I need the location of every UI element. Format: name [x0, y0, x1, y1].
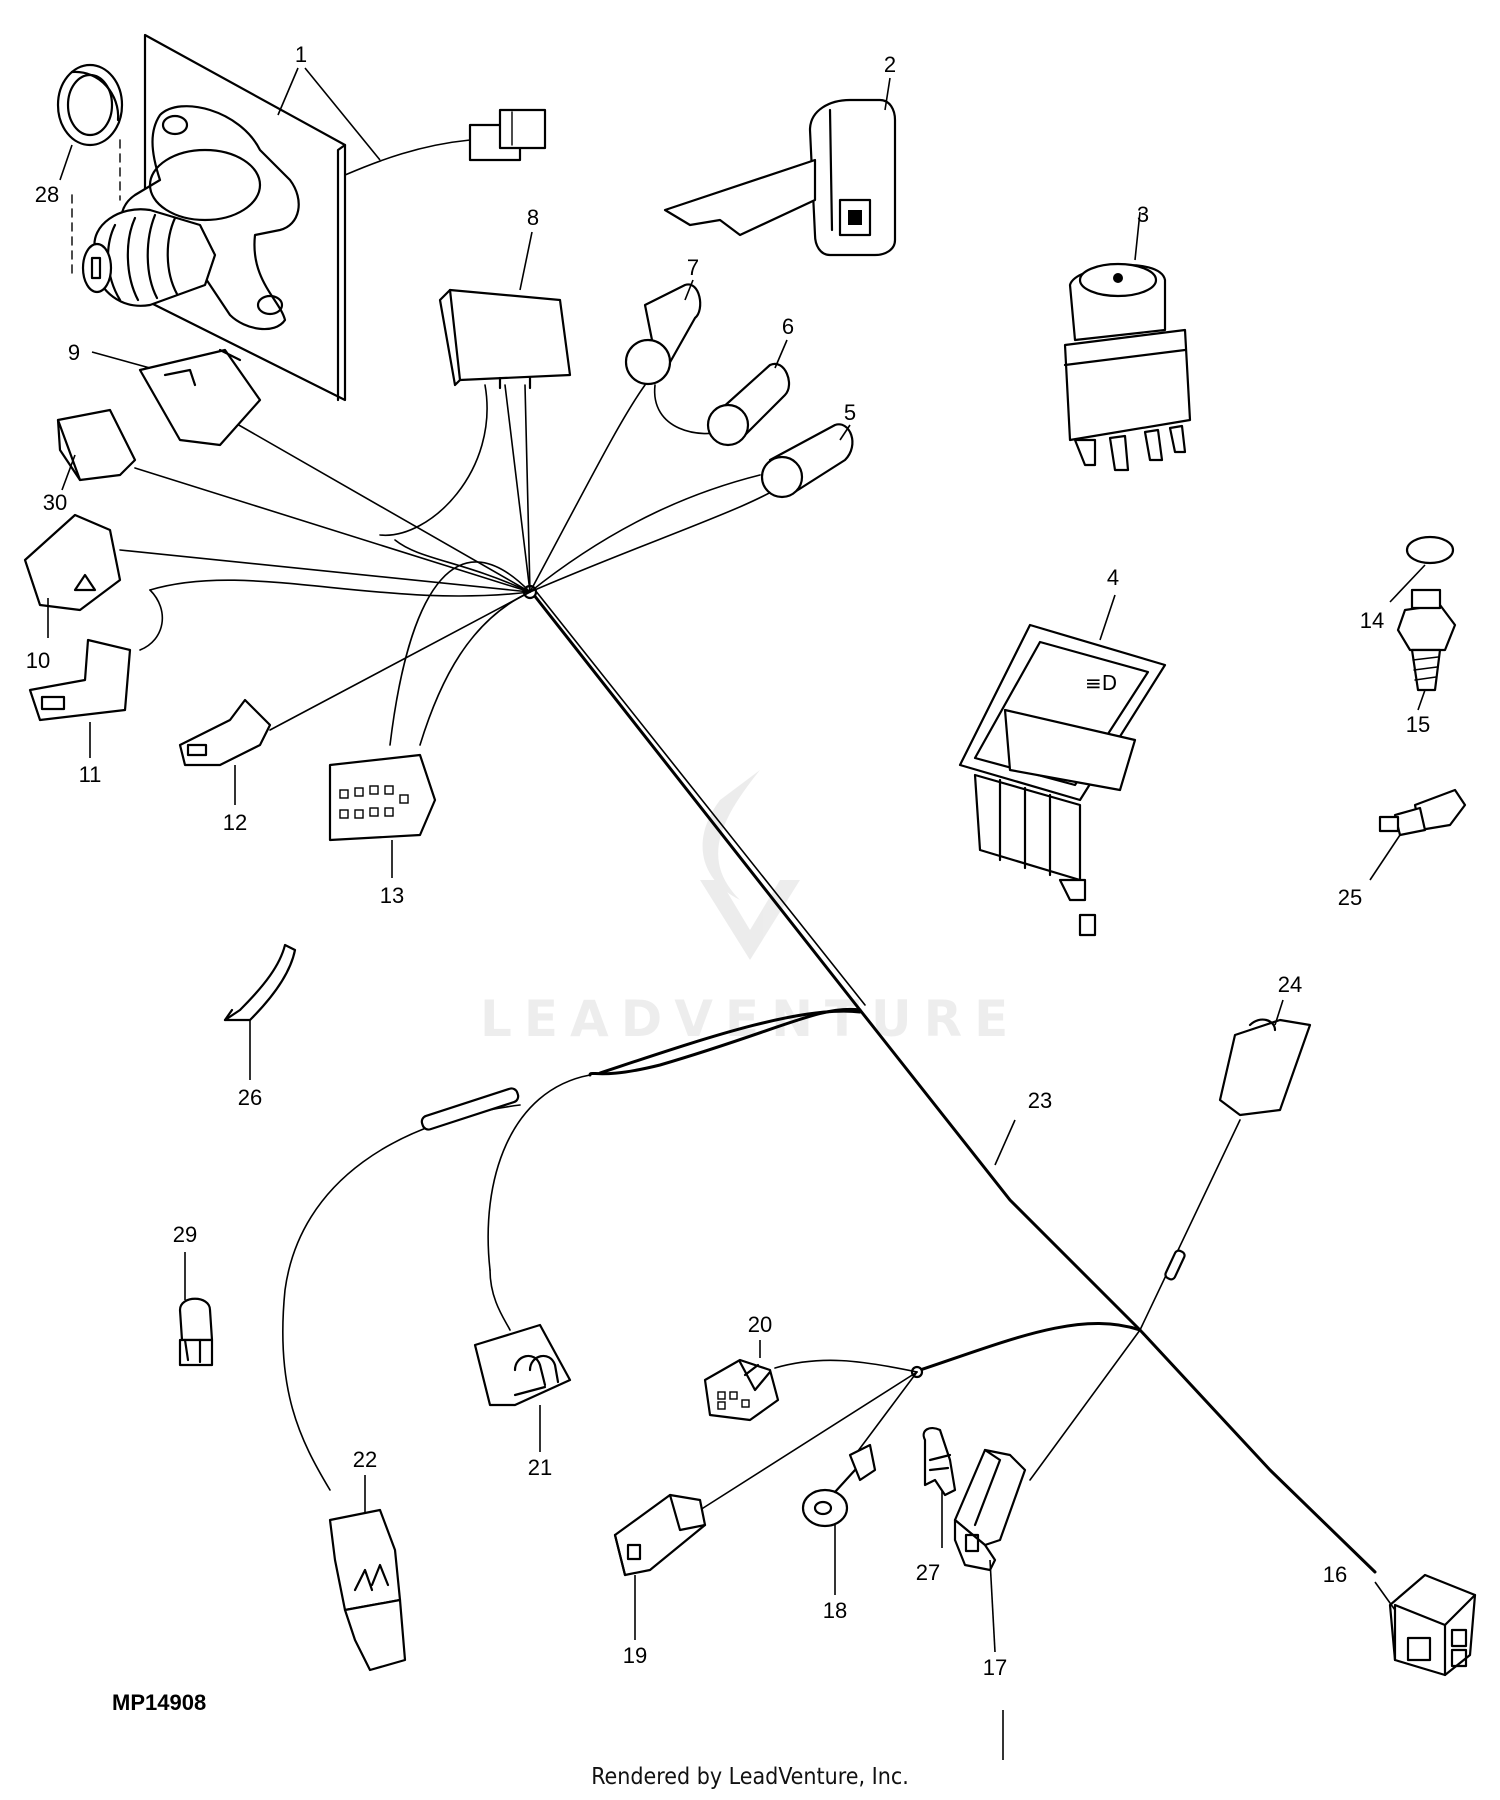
- connector-20: [703, 1358, 780, 1422]
- connector-13: [328, 753, 437, 842]
- connector-10: [23, 513, 122, 612]
- callout-27: 27: [916, 1560, 940, 1585]
- callout-14: 14: [1360, 608, 1384, 633]
- callout-20: 20: [748, 1312, 772, 1337]
- footer-credit: Rendered by LeadVenture, Inc.: [591, 1764, 909, 1790]
- leader-lines: [47, 67, 1426, 1760]
- callout-7: 7: [687, 255, 699, 280]
- callout-5: 5: [844, 400, 856, 425]
- connector-30: [56, 408, 137, 482]
- svg-text:≡D: ≡D: [1085, 671, 1117, 695]
- callout-8: 8: [527, 205, 539, 230]
- clip-26: [223, 943, 297, 1022]
- callout-24: 24: [1278, 972, 1302, 997]
- callout-9: 9: [68, 340, 80, 365]
- callout-1: 1: [295, 42, 307, 67]
- key-switch-assembly: [81, 33, 547, 402]
- wiring-harness: [119, 384, 1377, 1574]
- callout-26: 26: [238, 1085, 262, 1110]
- callout-16: 16: [1323, 1562, 1347, 1587]
- callout-6: 6: [782, 314, 794, 339]
- clip-27: [922, 1426, 957, 1497]
- bullet-connector-5: [760, 423, 854, 499]
- callout-21: 21: [528, 1455, 552, 1480]
- callout-3: 3: [1137, 202, 1149, 227]
- bullet-connector-6: [706, 362, 791, 447]
- sensor-15: [1396, 588, 1457, 692]
- connector-17: [953, 1448, 1027, 1572]
- callout-10: 10: [26, 648, 50, 673]
- callout-29: 29: [173, 1222, 197, 1247]
- connector-21: [473, 1323, 572, 1407]
- figure-code: MP14908: [112, 1690, 207, 1715]
- callouts: 1 2 3 4 5 6 7 8 9 10 11 12 13 14 15 16 1…: [26, 42, 1430, 1680]
- callout-22: 22: [353, 1447, 377, 1472]
- connector-11: [28, 638, 132, 722]
- connector-24: [1218, 1018, 1312, 1117]
- ring-terminal: [801, 1443, 877, 1528]
- watermark: LEADVENTURE: [480, 990, 1021, 1048]
- connector-8: [438, 288, 572, 390]
- connector-19: [613, 1493, 707, 1577]
- connector-9: [138, 348, 262, 447]
- watermark-logo-icon: [700, 770, 800, 960]
- light-switch: ≡D: [958, 623, 1167, 937]
- ignition-key: [663, 98, 897, 257]
- callout-15: 15: [1406, 712, 1430, 737]
- callout-11: 11: [79, 762, 102, 787]
- connector-16: [1388, 1573, 1477, 1677]
- callout-19: 19: [623, 1643, 647, 1668]
- callout-4: 4: [1107, 565, 1119, 590]
- pto-switch: [1063, 262, 1192, 472]
- callout-12: 12: [223, 810, 247, 835]
- bulb: [178, 1297, 214, 1367]
- o-ring: [1405, 535, 1455, 565]
- switch-25: [1378, 788, 1467, 837]
- callout-23: 23: [1028, 1088, 1052, 1113]
- bezel-nut: [56, 63, 124, 276]
- callout-28: 28: [35, 182, 59, 207]
- bullet-connector-7: [624, 283, 702, 386]
- callout-30: 30: [43, 490, 67, 515]
- callout-18: 18: [823, 1598, 847, 1623]
- callout-25: 25: [1338, 885, 1362, 910]
- callout-13: 13: [380, 883, 404, 908]
- callout-2: 2: [884, 52, 896, 77]
- callout-17: 17: [983, 1655, 1007, 1680]
- connector-22: [328, 1508, 407, 1672]
- connector-12: [178, 698, 272, 767]
